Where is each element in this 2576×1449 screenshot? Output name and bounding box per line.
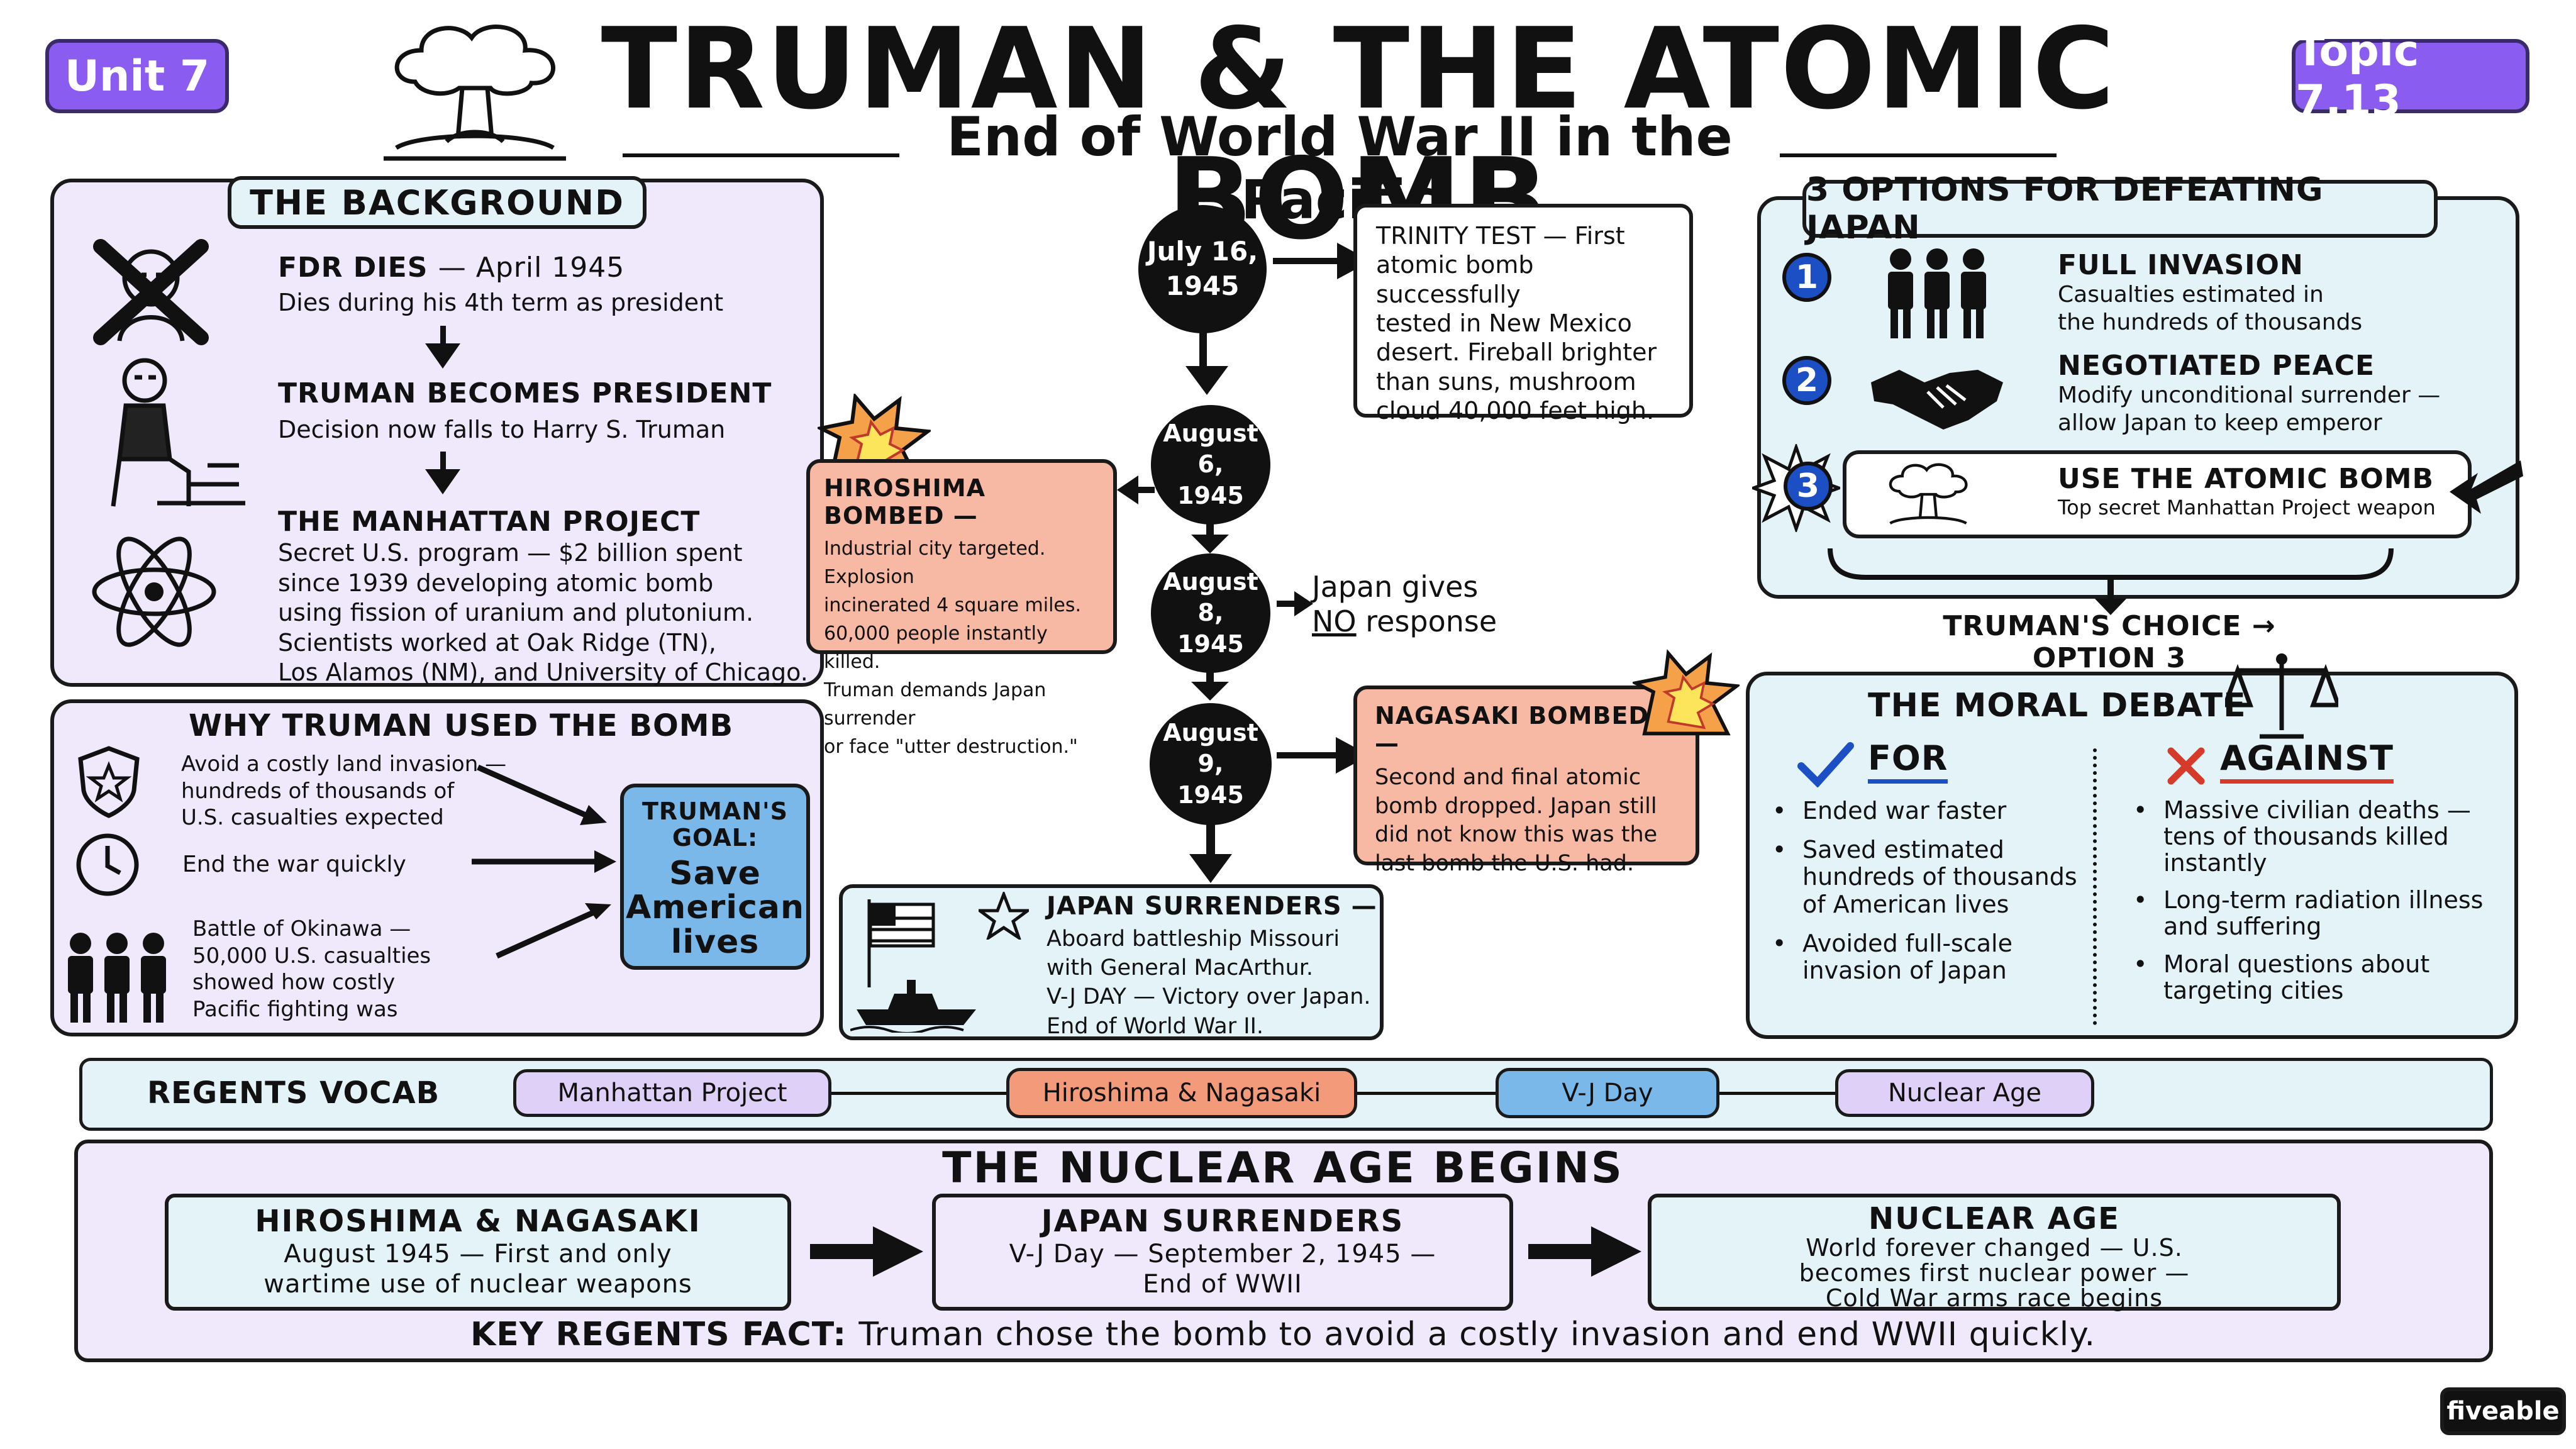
timeline-connector bbox=[1206, 824, 1215, 858]
fdr-dies-desc: Dies during his 4th term as president bbox=[278, 289, 724, 316]
arrow-right-icon bbox=[1277, 591, 1313, 616]
debate-divider bbox=[2093, 748, 2097, 1025]
soldiers-icon bbox=[68, 933, 166, 1023]
x-icon bbox=[2167, 747, 2205, 785]
timeline-node-aug6: August 6,1945 bbox=[1151, 405, 1270, 525]
topic-badge: Topic 7.13 bbox=[2292, 26, 2529, 126]
key-regents-fact: KEY REGENTS FACT: Truman chose the bomb … bbox=[470, 1316, 2096, 1353]
clock-icon bbox=[76, 833, 139, 896]
why-heading: WHY TRUMAN USED THE BOMB bbox=[189, 708, 734, 743]
moral-heading: THE MORAL DEBATE bbox=[1868, 687, 2246, 724]
nagasaki-box: NAGASAKI BOMBED — Second and final atomi… bbox=[1353, 686, 1699, 876]
arrow-shaft bbox=[440, 326, 446, 345]
hiroshima-box: HIROSHIMA BOMBED — Industrial city targe… bbox=[806, 459, 1117, 758]
explosion-burst-icon bbox=[1633, 649, 1740, 736]
fdr-dies-title: FDR DIES — April 1945 bbox=[278, 252, 625, 284]
reason-arrows bbox=[472, 764, 616, 959]
reason-invasion: Avoid a costly land invasion —hundreds o… bbox=[181, 752, 507, 830]
truman-goal-box: TRUMAN'S GOAL: Save American lives bbox=[620, 784, 810, 970]
mushroom-cloud-icon bbox=[1889, 463, 1968, 525]
option-3-highlight bbox=[1843, 450, 2472, 538]
surrender-text: JAPAN SURRENDERS — Aboard battleship Mis… bbox=[1046, 892, 1377, 1039]
for-label: FOR bbox=[1868, 740, 1948, 784]
for-list: Ended war faster Saved estimated hundred… bbox=[1767, 797, 2088, 996]
fiveable-logo: fiveable bbox=[2440, 1387, 2566, 1435]
scales-icon bbox=[2225, 653, 2338, 739]
arrow-right-icon bbox=[810, 1226, 923, 1277]
against-item: Long-term radiation illness and sufferin… bbox=[2128, 887, 2493, 940]
vocab-term-hiroshima: Hiroshima & Nagasaki bbox=[1006, 1068, 1357, 1118]
title-rule-right bbox=[1780, 153, 2057, 157]
option-number-3: 3 bbox=[1784, 462, 1833, 511]
soldiers-icon bbox=[1888, 248, 1986, 338]
nuclear-box-surrender: JAPAN SURRENDERS V-J Day — September 2, … bbox=[932, 1194, 1513, 1311]
vocab-term-vj-day: V-J Day bbox=[1496, 1068, 1719, 1118]
truman-president-title: TRUMAN BECOMES PRESIDENT bbox=[278, 377, 772, 409]
arrow-down-icon bbox=[1185, 366, 1228, 395]
nuclear-box-age: NUCLEAR AGE World forever changed — U.S.… bbox=[1648, 1194, 2341, 1311]
arrow-left-icon bbox=[1117, 475, 1155, 504]
against-item: Massive civilian deaths — tens of thousa… bbox=[2128, 797, 2493, 876]
against-list: Massive civilian deaths — tens of thousa… bbox=[2128, 797, 2493, 1016]
shield-star-icon bbox=[78, 746, 140, 818]
option-number-2: 2 bbox=[1782, 356, 1831, 405]
reason-end-war: End the war quickly bbox=[182, 852, 406, 877]
pointer-arrow-icon bbox=[2450, 460, 2523, 514]
arrow-shaft bbox=[1277, 752, 1340, 758]
for-item: Saved estimated hundreds of thousands of… bbox=[1767, 836, 2088, 919]
battleship-flag-icon bbox=[850, 899, 976, 1033]
against-item: Moral questions about targeting cities bbox=[2128, 951, 2493, 1004]
truman-figure-icon bbox=[111, 358, 245, 507]
background-heading: THE BACKGROUND bbox=[228, 176, 647, 229]
manhattan-project-title: THE MANHATTAN PROJECT bbox=[278, 506, 701, 538]
page-subtitle: End of World War II in the Pacific bbox=[947, 106, 1733, 231]
timeline-connector bbox=[1199, 332, 1207, 369]
timeline-node-july16: July 16,1945 bbox=[1138, 205, 1267, 333]
vocab-term-nuclear-age: Nuclear Age bbox=[1835, 1069, 2094, 1117]
unit-badge: Unit 7 bbox=[45, 39, 229, 113]
reason-okinawa: Battle of Okinawa —50,000 U.S. casualtie… bbox=[192, 916, 431, 1022]
arrow-shaft bbox=[1273, 258, 1342, 264]
timeline-connector bbox=[1206, 523, 1214, 537]
mushroom-cloud-icon bbox=[384, 25, 566, 161]
manhattan-project-desc: Secret U.S. program — $2 billion spent s… bbox=[278, 539, 808, 686]
handshake-icon bbox=[1871, 370, 2003, 430]
check-icon bbox=[1797, 742, 1854, 787]
truman-president-desc: Decision now falls to Harry S. Truman bbox=[278, 416, 726, 443]
for-item: Ended war faster bbox=[1767, 797, 2088, 825]
for-item: Avoided full-scale invasion of Japan bbox=[1767, 930, 2088, 985]
arrow-down-icon bbox=[1191, 682, 1229, 701]
star-icon bbox=[979, 892, 1029, 940]
vocab-term-manhattan: Manhattan Project bbox=[513, 1069, 831, 1117]
arrow-down-icon bbox=[425, 343, 460, 369]
arrow-shaft bbox=[440, 452, 446, 470]
option-2-text: NEGOTIATED PEACE Modify unconditional su… bbox=[2058, 350, 2441, 436]
arrow-right-icon bbox=[1336, 737, 1370, 774]
against-label: AGAINST bbox=[2220, 740, 2394, 784]
timeline-node-aug9: August 9,1945 bbox=[1150, 703, 1272, 825]
arrow-down-icon bbox=[1189, 854, 1232, 883]
arrow-down-icon bbox=[425, 469, 460, 494]
options-heading: 3 OPTIONS FOR DEFEATING JAPAN bbox=[1802, 171, 2438, 247]
option-number-1: 1 bbox=[1782, 253, 1831, 302]
option-3-text: USE THE ATOMIC BOMB Top secret Manhattan… bbox=[2058, 463, 2436, 519]
nuclear-box-hiroshima: HIROSHIMA & NAGASAKI August 1945 — First… bbox=[165, 1194, 791, 1311]
title-rule-left bbox=[623, 153, 899, 157]
arrow-down-icon bbox=[1191, 535, 1229, 553]
fdr-portrait-crossed-icon bbox=[93, 239, 209, 345]
truman-choice: TRUMAN'S CHOICE → OPTION 3 bbox=[1943, 610, 2276, 674]
nuclear-heading: THE NUCLEAR AGE BEGINS bbox=[942, 1143, 1624, 1193]
atom-icon bbox=[92, 536, 216, 647]
vocab-label: REGENTS VOCAB bbox=[147, 1075, 440, 1111]
choice-bracket bbox=[1828, 548, 2394, 615]
timeline-node-aug8: August 8,1945 bbox=[1151, 553, 1270, 673]
page-title: TRUMAN & THE ATOMIC BOMB bbox=[601, 4, 2116, 264]
japan-no-response: Japan gives NO response bbox=[1312, 570, 1497, 639]
arrow-right-icon bbox=[1528, 1226, 1641, 1277]
